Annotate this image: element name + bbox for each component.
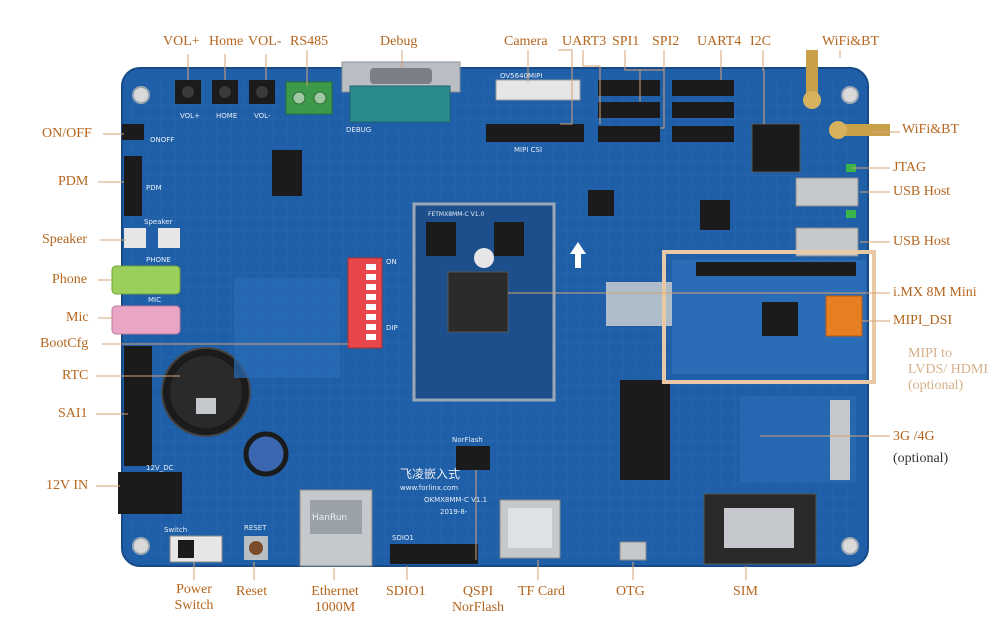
label-12v-in: 12V IN (46, 478, 89, 493)
silk-camera: OV5640MIPI (500, 72, 542, 80)
qspi-flash-chip (456, 446, 490, 470)
label-bootcfg: BootCfg (40, 336, 89, 351)
silk-som: FETMX8MM-C V1.0 (428, 211, 484, 218)
label-qspi: QSPI NorFlash (451, 584, 505, 615)
silk-norflash: NorFlash (452, 436, 483, 444)
silk-home: HOME (216, 112, 237, 120)
silk-speaker: Speaker (144, 218, 173, 226)
otg-port (619, 541, 647, 561)
lvds-hdmi-board (662, 250, 876, 384)
label-sdio1: SDIO1 (386, 584, 426, 599)
silk-dip-on: ON (386, 258, 397, 266)
silk-switch: Switch (164, 526, 187, 534)
leader-lines (96, 49, 900, 580)
speaker-connector (124, 228, 146, 248)
label-rs485: RS485 (290, 34, 329, 49)
label-home: Home (209, 34, 244, 49)
label-mipi-lvds: MIPI to LVDS/ HDMI (optional) (908, 346, 988, 393)
silk-sdio: SDIO1 (392, 534, 414, 542)
dc-jack (118, 472, 182, 514)
label-usbhost1: USB Host (893, 184, 951, 199)
label-sim: SIM (733, 584, 758, 599)
onoff-switch (122, 124, 144, 140)
silk-model: OKMX8MM-C V1.1 (424, 496, 487, 504)
silk-pdm: PDM (146, 184, 162, 192)
silk-brand: 飞凌嵌入式 (400, 467, 460, 481)
label-wifibt-top: WiFi&BT (822, 34, 879, 49)
wifi-antenna-right (829, 121, 890, 139)
silk-onoff: ONOFF (150, 136, 174, 144)
camera-connector (495, 79, 581, 101)
silk-date: 2019-8- (440, 508, 468, 516)
wifi-module (751, 123, 801, 173)
label-rtc: RTC (62, 368, 89, 383)
bootcfg-table (234, 278, 340, 378)
board-arrow-icon (570, 242, 586, 268)
sai1-header (124, 346, 152, 466)
misc-ics (272, 150, 730, 230)
vol-home-buttons (175, 80, 275, 104)
wifi-antenna-top (803, 50, 821, 109)
label-reset: Reset (236, 584, 268, 599)
mipi-dsi-hdmi-connector (825, 295, 863, 337)
silk-volm: VOL- (254, 112, 271, 120)
label-3g4g-optional: (optional) (893, 451, 949, 466)
label-camera: Camera (504, 34, 548, 49)
label-imx: i.MX 8M Mini (893, 285, 977, 300)
silk-dc: 12V_DC (146, 464, 174, 472)
label-uart3: UART3 (562, 34, 607, 49)
imx8mm-soc (447, 271, 509, 333)
label-volp: VOL+ (163, 34, 200, 49)
pdm-header (124, 156, 142, 216)
phone-jack (111, 265, 181, 295)
label-mipidsi: MIPI_DSI (893, 313, 953, 328)
silk-dip: DIP (386, 324, 398, 332)
m2-slot (620, 380, 670, 480)
sdio1-header (390, 544, 478, 564)
bootcfg-dip-switch (347, 257, 383, 349)
label-jtag: JTAG (893, 160, 927, 175)
silk-phone: PHONE (146, 256, 171, 264)
silk-volp: VOL+ (180, 112, 200, 120)
label-ethernet: Ethernet 1000M (311, 584, 359, 615)
silk-url: www.forlinx.com (400, 484, 458, 492)
label-i2c: I2C (750, 34, 771, 49)
label-tf-card: TF Card (518, 584, 566, 599)
label-phone: Phone (52, 272, 87, 287)
label-spi1: SPI1 (612, 34, 640, 49)
mounting-holes (132, 86, 859, 555)
power-switch (169, 535, 223, 563)
label-speaker: Speaker (42, 232, 88, 247)
pin-headers-top (598, 80, 734, 142)
mic-jack (111, 305, 181, 335)
label-volm: VOL- (248, 34, 282, 49)
silk-debug: DEBUG (346, 126, 371, 134)
label-onoff: ON/OFF (42, 126, 92, 141)
label-3g4g: 3G /4G (893, 429, 935, 444)
silk-eth-brand: HanRun (312, 513, 347, 523)
silk-mipi-csi: MIPI CSI (514, 146, 542, 154)
label-debug: Debug (380, 34, 418, 49)
silk-reset: RESET (244, 524, 267, 532)
label-usbhost2: USB Host (893, 234, 951, 249)
silk-mic: MIC (148, 296, 161, 304)
label-power-switch: Power Switch (174, 582, 214, 613)
label-spi2: SPI2 (652, 34, 680, 49)
label-otg: OTG (616, 584, 645, 599)
power-inductor (243, 431, 289, 477)
label-wifibt: WiFi&BT (902, 122, 959, 137)
usb-host-1 (795, 177, 859, 207)
label-sai1: SAI1 (58, 406, 88, 421)
label-mic: Mic (66, 310, 89, 325)
label-pdm: PDM (58, 174, 89, 189)
mipi-csi-header (486, 124, 584, 142)
label-uart4: UART4 (697, 34, 742, 49)
